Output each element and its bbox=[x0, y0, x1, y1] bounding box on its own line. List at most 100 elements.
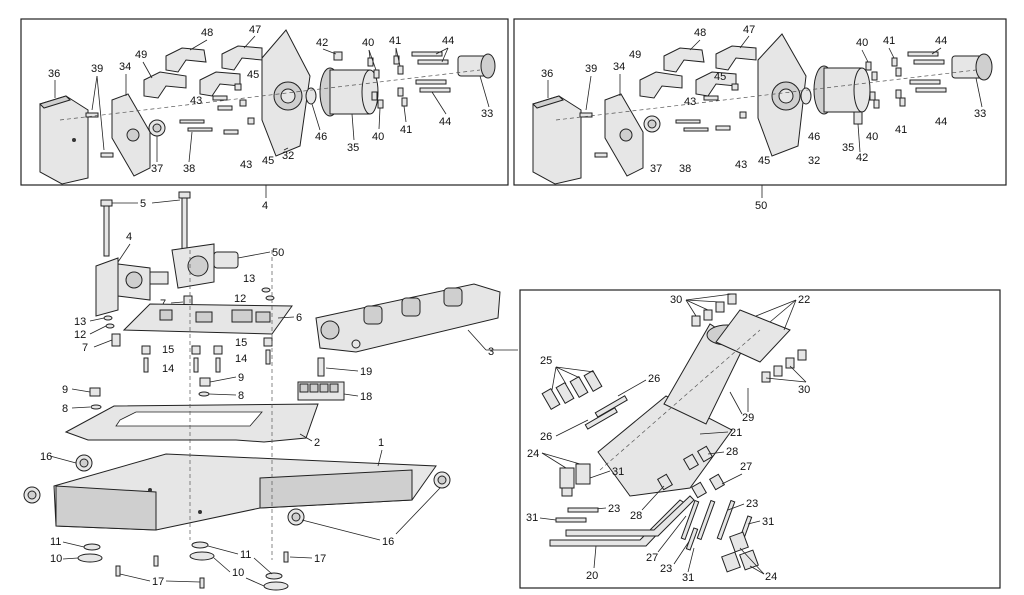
callout-14-right: 14 bbox=[235, 353, 247, 365]
bracket-block-part bbox=[39, 95, 89, 185]
callout-43-r-top: 43 bbox=[684, 96, 696, 108]
callout-40-bottom: 40 bbox=[372, 131, 384, 143]
callout-6: 6 bbox=[296, 312, 302, 324]
callout-41-r-top: 41 bbox=[883, 35, 895, 47]
callout-34: 34 bbox=[119, 61, 131, 73]
callout-12-left: 12 bbox=[74, 329, 86, 341]
callout-32-r: 32 bbox=[808, 155, 820, 167]
detail-box-4: 4 bbox=[20, 18, 509, 212]
callout-13-left: 13 bbox=[74, 316, 86, 328]
callout-10-left: 10 bbox=[50, 553, 62, 565]
callout-43-r-bottom: 43 bbox=[735, 159, 747, 171]
callout-29: 29 bbox=[742, 412, 754, 424]
callout-44-r-top: 44 bbox=[935, 35, 947, 47]
callout-35-r: 35 bbox=[842, 142, 854, 154]
terminal-block-part bbox=[297, 381, 345, 401]
callout-23-bottom: 23 bbox=[660, 563, 672, 575]
callout-31-left: 31 bbox=[526, 512, 538, 524]
callout-44-bottom: 44 bbox=[439, 116, 451, 128]
callout-2: 2 bbox=[314, 437, 320, 449]
callout-5: 5 bbox=[140, 198, 146, 210]
callout-43-bottom: 43 bbox=[240, 159, 252, 171]
callout-48-r: 48 bbox=[694, 27, 706, 39]
callout-41-bottom: 41 bbox=[400, 124, 412, 136]
end-cap-part bbox=[457, 53, 496, 79]
callout-11-right: 11 bbox=[240, 549, 251, 561]
main-assembly: 5 4 50 13 12 7 6 13 bbox=[23, 191, 518, 591]
callout-33: 33 bbox=[481, 108, 493, 120]
callout-39: 39 bbox=[91, 63, 103, 75]
callout-23-right: 23 bbox=[746, 498, 758, 510]
callout-34-r: 34 bbox=[613, 61, 625, 73]
callout-26-bottom: 26 bbox=[540, 431, 552, 443]
callout-30-top: 30 bbox=[670, 294, 682, 306]
callout-47-r: 47 bbox=[743, 24, 755, 36]
callout-3: 3 bbox=[488, 346, 494, 358]
callout-20: 20 bbox=[586, 570, 598, 582]
callout-47: 47 bbox=[249, 24, 261, 36]
callout-49-r: 49 bbox=[629, 49, 641, 61]
callout-40-r-top: 40 bbox=[856, 37, 868, 49]
callout-27-right: 27 bbox=[740, 461, 752, 473]
callout-41-top: 41 bbox=[389, 35, 401, 47]
flange-tube-part bbox=[319, 67, 379, 117]
callout-28-right: 28 bbox=[726, 446, 738, 458]
callout-19: 19 bbox=[360, 366, 372, 378]
callout-35: 35 bbox=[347, 142, 359, 154]
frame-plate-part bbox=[64, 403, 319, 443]
callout-45-bottom: 45 bbox=[262, 155, 274, 167]
callout-46: 46 bbox=[315, 131, 327, 143]
callout-33-r: 33 bbox=[974, 108, 986, 120]
callout-14-left: 14 bbox=[162, 363, 174, 375]
callout-8-left: 8 bbox=[62, 403, 68, 415]
callout-40-top: 40 bbox=[362, 37, 374, 49]
callout-37-r: 37 bbox=[650, 163, 662, 175]
callout-44-r-bottom: 44 bbox=[935, 116, 947, 128]
callout-4-main: 4 bbox=[126, 231, 132, 243]
callout-32: 32 bbox=[282, 150, 294, 162]
callout-23-left: 23 bbox=[608, 503, 620, 515]
callout-50-below-box: 50 bbox=[755, 200, 767, 212]
base-tray-part bbox=[53, 453, 437, 531]
callout-24-bottom: 24 bbox=[765, 571, 777, 583]
callout-42: 42 bbox=[316, 37, 328, 49]
callout-26-top: 26 bbox=[648, 373, 660, 385]
callout-50-main: 50 bbox=[272, 247, 284, 259]
callout-27-left: 27 bbox=[646, 552, 658, 564]
callout-45-r-top: 45 bbox=[714, 71, 726, 83]
callout-15-left: 15 bbox=[162, 344, 174, 356]
manifold-part bbox=[315, 283, 501, 353]
callout-7-left: 7 bbox=[82, 342, 88, 354]
callout-9-right: 9 bbox=[238, 372, 244, 384]
detail-box-3: 30 22 30 25 26 26 29 21 bbox=[519, 289, 1001, 589]
callout-11-left: 11 bbox=[50, 536, 61, 548]
callout-41-r-bottom: 41 bbox=[895, 124, 907, 136]
callout-16-right: 16 bbox=[382, 536, 394, 548]
callout-13-right: 13 bbox=[243, 273, 255, 285]
callout-36: 36 bbox=[48, 68, 60, 80]
callout-17-bottom: 17 bbox=[152, 576, 164, 588]
callout-46-r: 46 bbox=[808, 131, 820, 143]
detail-box-50: 50 bbox=[513, 18, 1007, 212]
callout-30-bottom: 30 bbox=[798, 384, 810, 396]
callout-17-right: 17 bbox=[314, 553, 326, 565]
callout-8-right: 8 bbox=[238, 390, 244, 402]
callout-12-right: 12 bbox=[234, 293, 246, 305]
callout-45-top: 45 bbox=[247, 69, 259, 81]
callout-45-r-bottom: 45 bbox=[758, 155, 770, 167]
callout-24-left: 24 bbox=[527, 448, 539, 460]
callout-48: 48 bbox=[201, 27, 213, 39]
callout-16-left: 16 bbox=[40, 451, 52, 463]
callout-1: 1 bbox=[378, 437, 384, 449]
callout-37: 37 bbox=[151, 163, 163, 175]
callout-38-r: 38 bbox=[679, 163, 691, 175]
callout-25: 25 bbox=[540, 355, 552, 367]
clip-parts bbox=[143, 45, 263, 99]
callout-42-r: 42 bbox=[856, 152, 868, 164]
callout-28-left: 28 bbox=[630, 510, 642, 522]
callout-9-left: 9 bbox=[62, 384, 68, 396]
callout-49: 49 bbox=[135, 49, 147, 61]
callout-36-r: 36 bbox=[541, 68, 553, 80]
callout-15-right: 15 bbox=[235, 337, 247, 349]
